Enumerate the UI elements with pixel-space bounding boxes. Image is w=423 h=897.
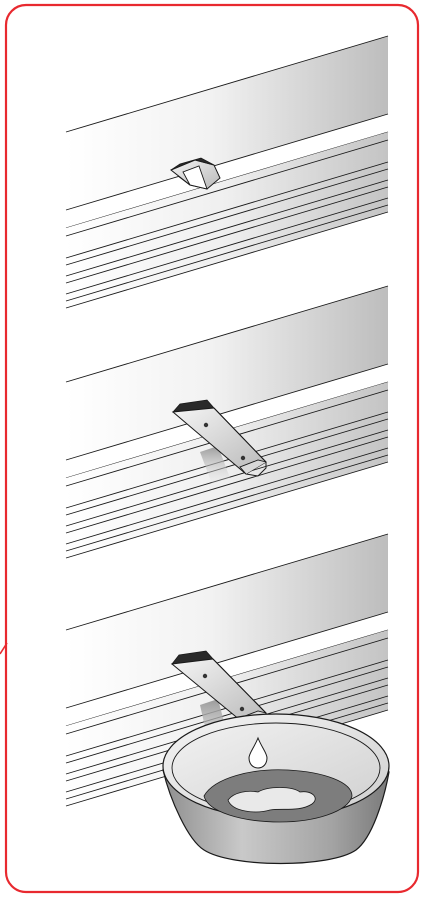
- catch-bowl: [162, 713, 390, 865]
- panel-1-folded-drain-plug: [170, 157, 221, 190]
- panel-1-appliance-edge: [65, 35, 389, 309]
- water-highlight: [227, 787, 316, 813]
- water-drop-icon: [248, 736, 268, 769]
- panel-2-drain-shadow: [200, 446, 230, 484]
- frame-connector-line: [0, 642, 8, 655]
- panel-2-extended-drain-plug: [171, 399, 267, 477]
- outer-frame: [4, 3, 420, 894]
